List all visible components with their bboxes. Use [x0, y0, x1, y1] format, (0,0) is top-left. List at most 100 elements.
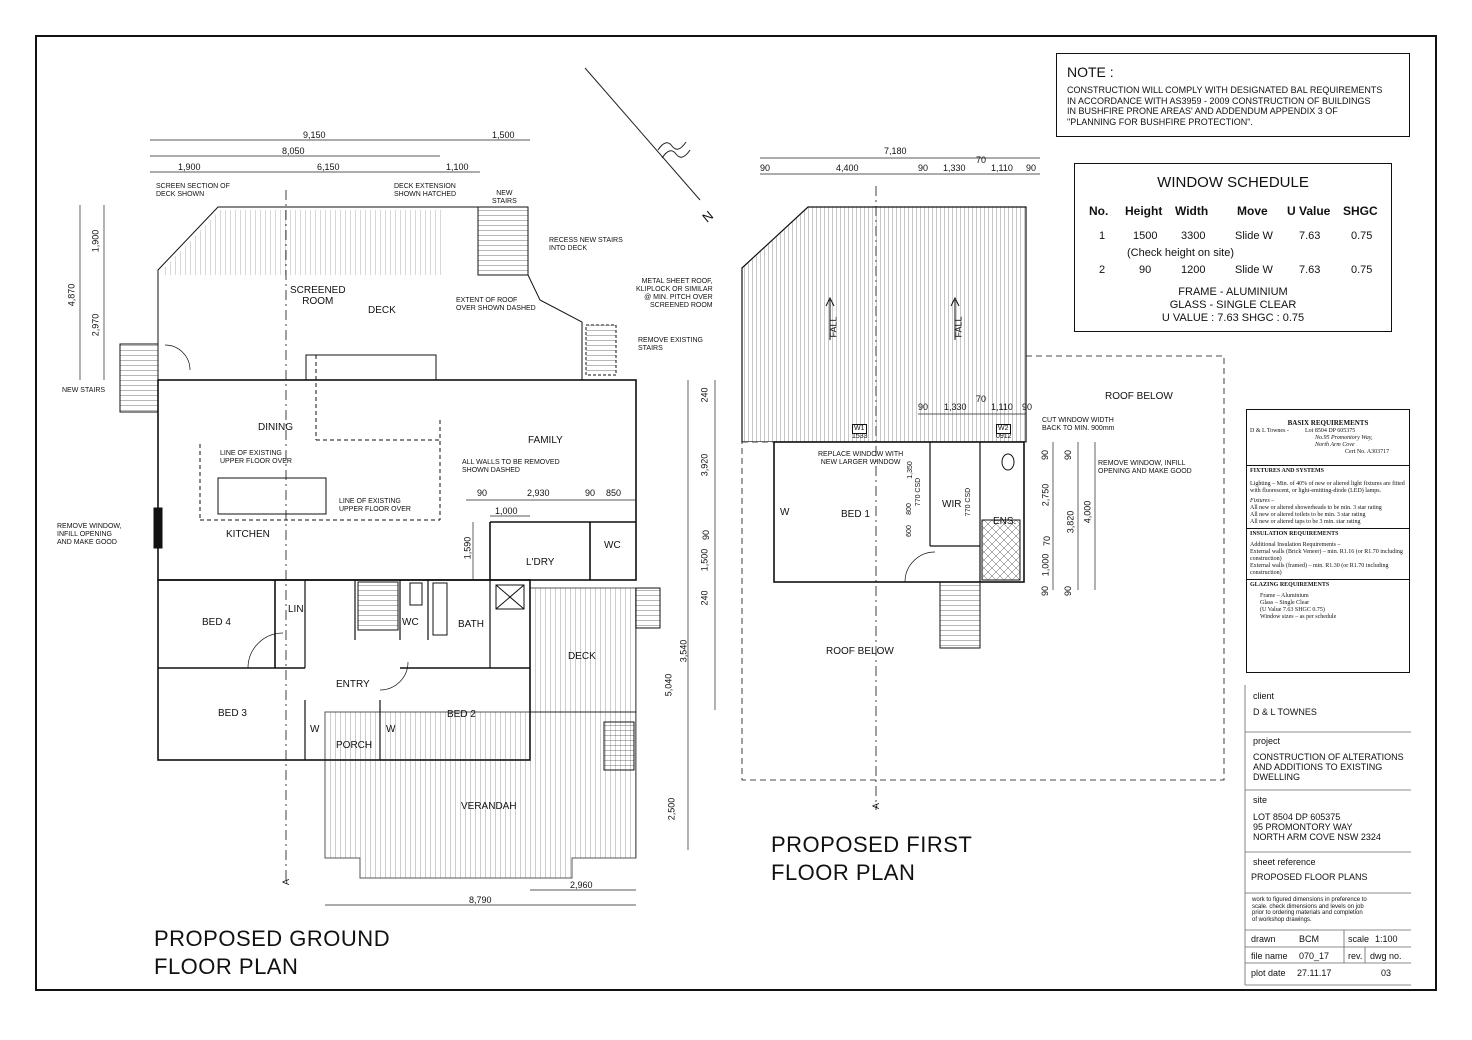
ws-row1-move: Slide W	[1235, 230, 1273, 242]
room-dining: DINING	[258, 422, 293, 433]
room-bed1: BED 1	[841, 509, 870, 520]
note-upper-floor-1: LINE OF EXISTING UPPER FLOOR OVER	[220, 450, 292, 465]
sheet-label: sheet reference	[1253, 857, 1316, 867]
ground-dimension-lines	[79, 139, 716, 906]
note-replace-window: REPLACE WINDOW WITH NEW LARGER WINDOW	[818, 451, 904, 466]
note-remove-window: REMOVE WINDOW, INFILL OPENING AND MAKE G…	[57, 523, 122, 546]
dim-8790: 8,790	[469, 895, 492, 905]
dim-v90c: 90	[1040, 585, 1051, 597]
scale-value: 1:100	[1375, 934, 1398, 944]
window-size-w2: 0912	[996, 433, 1012, 440]
dim-1000: 1,000	[495, 506, 518, 516]
dim-1590: 1,590	[462, 536, 473, 560]
basix-cert: Cert No. A303717	[1345, 449, 1390, 455]
site-value: LOT 8504 DP 605375 95 PROMONTORY WAY NOR…	[1253, 812, 1381, 842]
basix-addr2: North Arm Cove	[1315, 442, 1355, 448]
room-laundry: L'DRY	[526, 557, 555, 568]
section-marker-a-ground: A	[281, 878, 292, 886]
window-size-w1: 1533	[852, 433, 868, 440]
note-remove-window-first: REMOVE WINDOW, INFILL OPENING AND MAKE G…	[1098, 460, 1192, 475]
ws-header-move: Move	[1237, 204, 1268, 218]
basix-addr1: No.95 Promontory Way,	[1315, 435, 1373, 441]
dim-1350: 1,350	[906, 461, 914, 479]
dim-90b: 90	[585, 488, 596, 498]
basix-lighting: Lighting – Min. of 40% of new or altered…	[1250, 481, 1405, 494]
note-walls-removed: ALL WALLS TO BE REMOVED SHOWN DASHED	[462, 459, 560, 474]
note-roof-extent: EXTENT OF ROOF OVER SHOWN DASHED	[456, 297, 536, 312]
room-linen: LIN.	[288, 604, 307, 615]
dim-2500: 2,500	[666, 797, 677, 821]
basix-requirements: BASIX REQUIREMENTS D & L Townes - Lot 85…	[1246, 409, 1410, 673]
ws-row1-uvalue: 7.63	[1299, 230, 1321, 242]
ws-row1-width: 3300	[1181, 230, 1206, 242]
dwg-label: dwg no.	[1370, 951, 1402, 961]
ws-header-width: Width	[1175, 204, 1209, 218]
roof-below-1: ROOF BELOW	[1105, 391, 1173, 402]
room-family: FAMILY	[528, 435, 563, 446]
dim-v1000: 1,000	[1040, 553, 1051, 577]
dim-4400: 4,400	[836, 163, 859, 173]
room-porch: PORCH	[336, 740, 373, 751]
ws-row2-no: 2	[1099, 264, 1106, 276]
dim-3820: 3,820	[1065, 510, 1076, 534]
dim-i70: 70	[976, 394, 987, 404]
dim-2750: 2,750	[1040, 483, 1051, 507]
dim-240b: 240	[699, 590, 710, 606]
room-verandah: VERANDAH	[461, 801, 517, 812]
roof-fall-2: FALL	[953, 316, 964, 338]
scale-label: scale	[1348, 934, 1370, 944]
dim-f90c: 90	[1026, 163, 1037, 173]
ws-row1-no: 1	[1099, 230, 1106, 242]
dim-1100: 1,100	[446, 162, 469, 172]
dim-2930: 2,930	[527, 488, 550, 498]
basix-fixtures-sub: Fixtures –	[1250, 498, 1275, 504]
dim-v90a: 90	[1040, 449, 1051, 461]
room-robe-first: W	[780, 507, 790, 518]
note-new-stairs-top: NEW STAIRS	[492, 190, 517, 205]
client-value: D & L TOWNES	[1253, 707, 1317, 717]
ws-row2-uvalue: 7.63	[1299, 264, 1321, 276]
project-value: CONSTRUCTION OF ALTERATIONS AND ADDITION…	[1253, 752, 1404, 782]
window-tag-w1: W1	[852, 424, 867, 434]
window-schedule-title: WINDOW SCHEDULE	[1157, 174, 1309, 191]
basix-insulation-title: INSULATION REQUIREMENTS	[1250, 531, 1339, 537]
roof-below-2: ROOF BELOW	[826, 646, 894, 657]
ws-row2-shgc: 0.75	[1351, 264, 1373, 276]
roof-fall-1: FALL	[828, 316, 839, 338]
dim-600: 600	[905, 525, 913, 537]
room-wc1: WC	[604, 540, 621, 551]
sheet-value: PROPOSED FLOOR PLANS	[1251, 872, 1368, 882]
dim-v1900: 1,900	[90, 229, 101, 253]
ws-glass: GLASS - SINGLE CLEAR	[1169, 299, 1297, 311]
room-kitchen: KITCHEN	[226, 529, 270, 540]
plot-value: 27.11.17	[1297, 968, 1332, 978]
dim-f90a: 90	[760, 163, 771, 173]
basix-client: D & L Townes -	[1250, 428, 1289, 434]
room-wc2: WC	[402, 617, 419, 628]
ws-header-height: Height	[1125, 204, 1163, 218]
dim-1900: 1,900	[178, 162, 201, 172]
dim-4870: 4,870	[66, 283, 77, 307]
note-cut-window: CUT WINDOW WIDTH BACK TO MIN. 900mm	[1042, 417, 1115, 432]
ws-uvalue: U VALUE : 7.63 SHGC : 0.75	[1161, 312, 1305, 324]
dim-5040: 5,040	[663, 673, 674, 697]
dim-v90: 90	[701, 529, 712, 541]
dim-850: 850	[606, 488, 622, 498]
room-bath: BATH	[458, 619, 484, 630]
ws-frame: FRAME - ALUMINIUM	[1178, 286, 1288, 298]
ws-header-no: No.	[1089, 204, 1109, 218]
ws-header-shgc: SHGC	[1343, 204, 1378, 218]
room-robe1: W	[310, 724, 320, 735]
basix-insulation-text: Additional Insulation Requirements – Ext…	[1250, 542, 1403, 576]
room-deck-side: DECK	[568, 651, 596, 662]
dim-800: 800	[905, 503, 913, 515]
file-label: file name	[1251, 951, 1288, 961]
sheet-border	[35, 35, 1437, 991]
dim-4000: 4,000	[1082, 500, 1093, 524]
basix-fixture-3: All new or altered taps to be 3 min. sta…	[1250, 519, 1361, 525]
dim-2960: 2,960	[570, 880, 593, 890]
note-remove-stairs: REMOVE EXISTING STAIRS	[638, 337, 703, 352]
note-new-stairs-left: NEW STAIRS	[62, 387, 106, 394]
file-value: 070_17	[1299, 951, 1330, 961]
